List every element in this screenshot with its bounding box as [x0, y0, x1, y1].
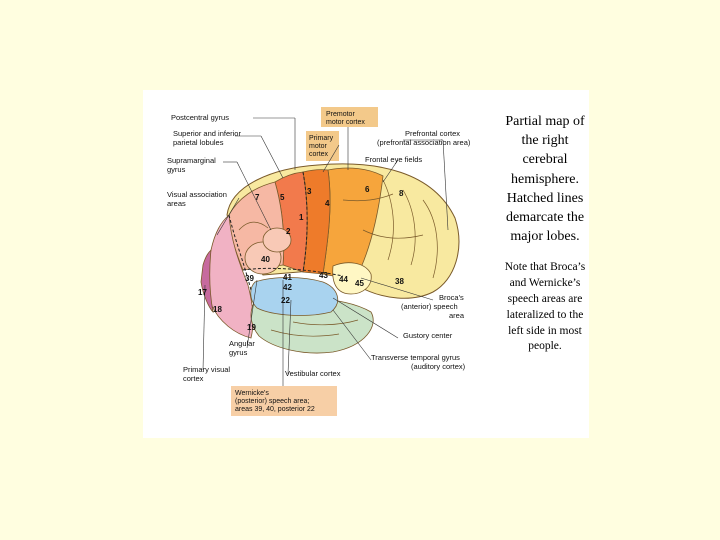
label-visual-association-2: areas	[167, 199, 186, 208]
label-sup-inf-parietal-1: Superior and inferior	[173, 129, 241, 138]
label-frontal-eye-fields: Frontal eye fields	[365, 155, 422, 164]
label-wernicke-3: areas 39, 40, posterior 22	[235, 406, 315, 413]
area-8: 8	[399, 189, 404, 198]
label-premotor-2: motor cortex	[326, 119, 365, 126]
label-angular-gyrus-2: gyrus	[229, 348, 248, 357]
label-premotor-1: Premotor	[326, 111, 355, 118]
label-angular-gyrus-1: Angular	[229, 339, 255, 348]
area-3: 3	[307, 187, 312, 196]
area-41: 41	[283, 273, 292, 282]
label-primary-visual-1: Primary visual	[183, 365, 230, 374]
label-primary-motor-2: motor	[309, 143, 328, 150]
area-18: 18	[213, 305, 222, 314]
label-supramarginal-2: gyrus	[167, 165, 186, 174]
area-40: 40	[261, 255, 270, 264]
label-gustatory-center: Gustory center	[403, 331, 453, 340]
label-wernicke-1: Wernicke's	[235, 390, 269, 397]
label-vestibular-cortex: Vestibular cortex	[285, 369, 341, 378]
label-broca-1: Broca's	[439, 293, 464, 302]
label-postcentral-gyrus: Postcentral gyrus	[171, 113, 229, 122]
label-primary-motor-3: cortex	[309, 151, 329, 158]
label-transverse-temporal-1: Transverse temporal gyrus	[371, 353, 460, 362]
temporal-auditory-region	[250, 277, 339, 316]
caption-main-text: Partial map of the right cerebral hemisp…	[505, 114, 585, 245]
area-2: 2	[286, 227, 291, 236]
area-19: 19	[247, 323, 256, 332]
slide-panel: 1 2 3 4 5 6 7 8 17 18 19 22 38 39 40 41 …	[143, 90, 589, 438]
wernicke-label-box	[231, 386, 337, 416]
supramarginal-area	[262, 227, 292, 253]
caption-note-text: Note that Broca’s and Wernicke’s speech …	[504, 261, 586, 353]
label-broca-2: (anterior) speech	[401, 302, 458, 311]
area-1: 1	[299, 213, 304, 222]
area-42: 42	[283, 283, 292, 292]
label-primary-visual-2: cortex	[183, 374, 204, 383]
area-45: 45	[355, 279, 364, 288]
area-4: 4	[325, 199, 330, 208]
area-17: 17	[198, 288, 207, 297]
brain-map-svg: 1 2 3 4 5 6 7 8 17 18 19 22 38 39 40 41 …	[167, 107, 471, 416]
area-22: 22	[281, 296, 290, 305]
brain-diagram: 1 2 3 4 5 6 7 8 17 18 19 22 38 39 40 41 …	[143, 90, 503, 438]
caption-block: Partial map of the right cerebral hemisp…	[501, 112, 589, 355]
broca-region	[332, 262, 372, 295]
area-7: 7	[255, 193, 260, 202]
label-primary-motor-1: Primary	[309, 135, 334, 142]
label-prefrontal-1: Prefrontal cortex	[405, 129, 460, 138]
label-supramarginal-1: Supramarginal	[167, 156, 216, 165]
label-wernicke-2: (posterior) speech area;	[235, 398, 309, 405]
premotor-label-box	[321, 107, 378, 127]
label-transverse-temporal-2: (auditory cortex)	[411, 362, 466, 371]
area-43: 43	[319, 271, 328, 280]
label-broca-3: area	[449, 311, 465, 320]
area-44: 44	[339, 275, 348, 284]
area-39: 39	[245, 274, 254, 283]
label-visual-association-1: Visual association	[167, 190, 227, 199]
label-sup-inf-parietal-2: parietal lobules	[173, 138, 224, 147]
area-5: 5	[280, 193, 285, 202]
area-6: 6	[365, 185, 370, 194]
primary-motor-label-box	[306, 131, 339, 161]
label-prefrontal-2: (prefrontal association area)	[377, 138, 471, 147]
area-38: 38	[395, 277, 404, 286]
